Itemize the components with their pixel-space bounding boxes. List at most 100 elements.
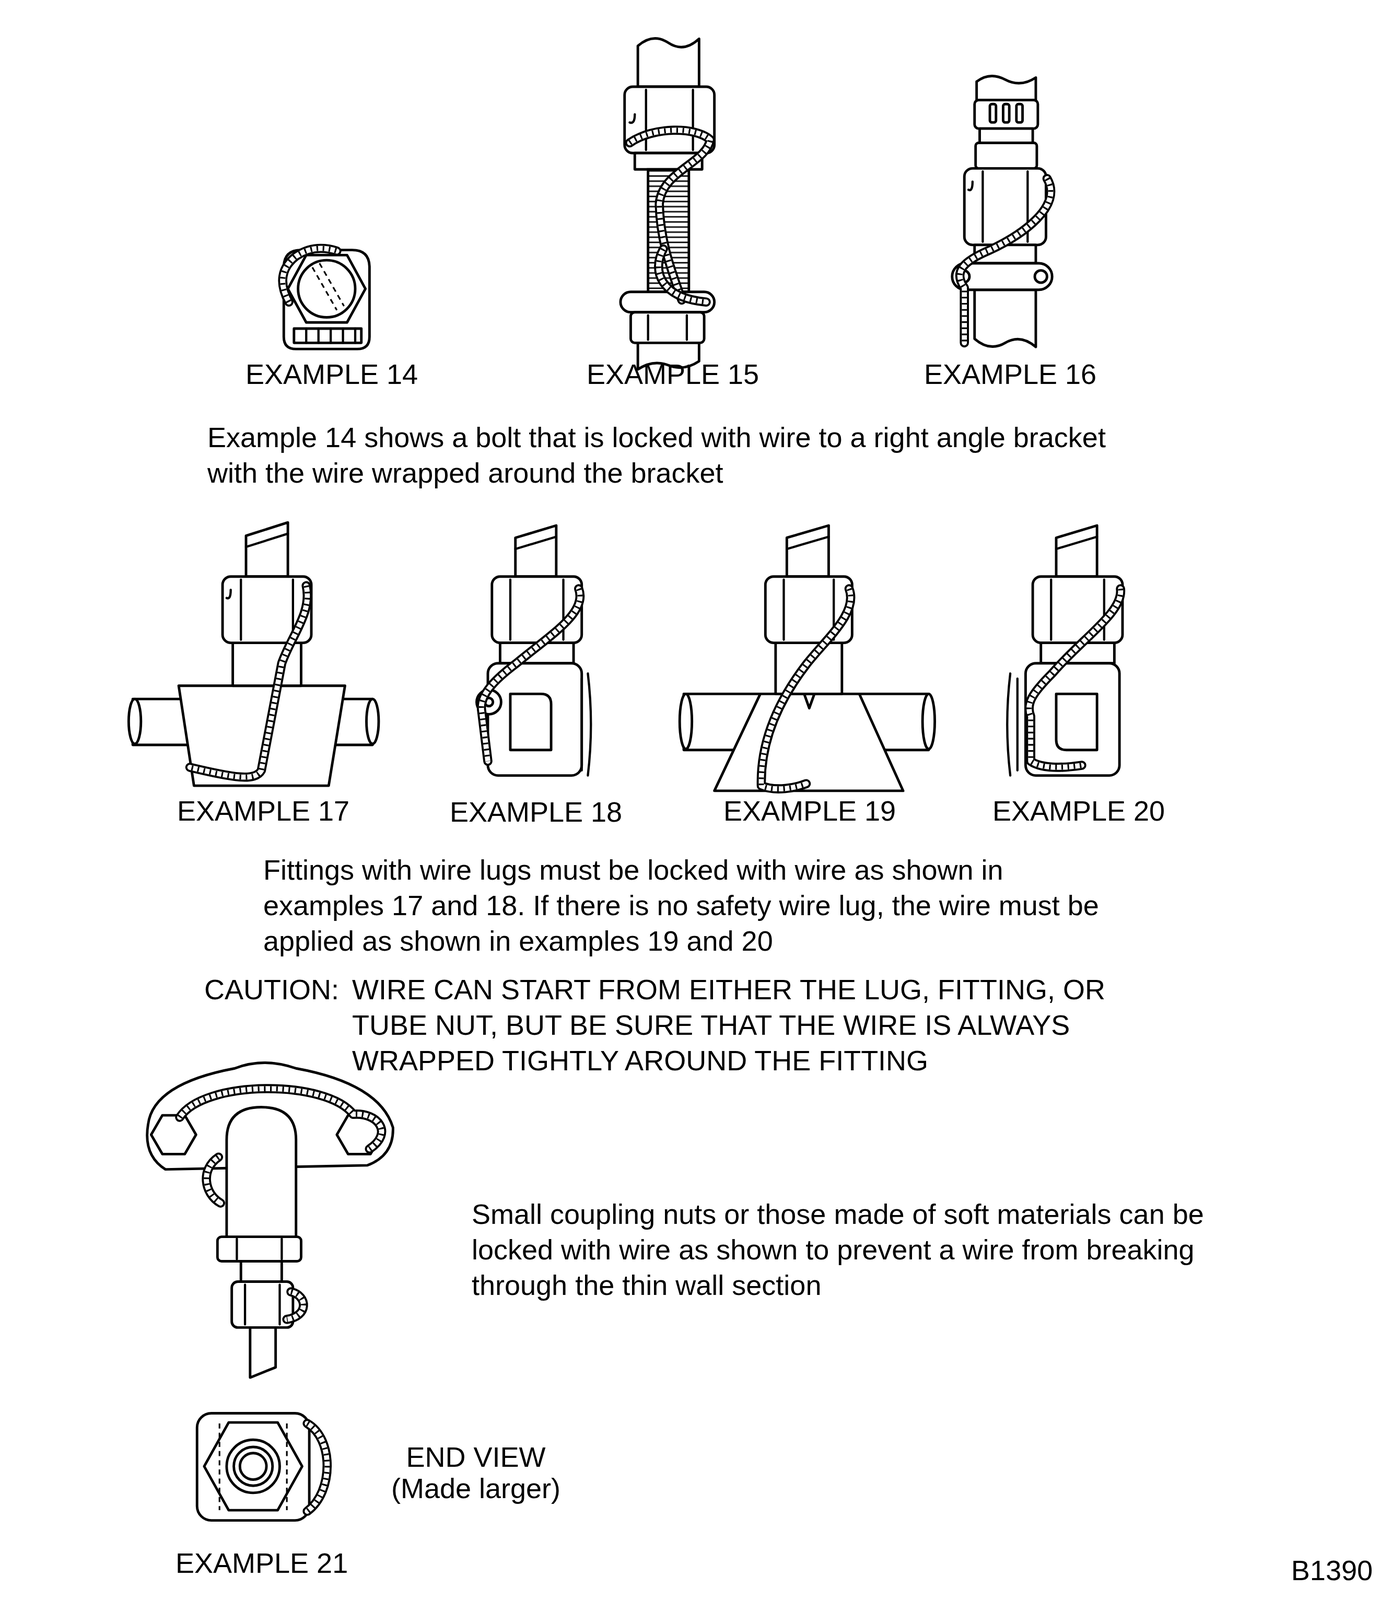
example-16-hose-fitting xyxy=(960,178,1051,344)
example-17-tee-with-lug xyxy=(366,698,379,744)
example-19-tee-no-lug xyxy=(761,588,851,789)
example-21-end-view xyxy=(204,1422,303,1511)
example-21-coupling-nut xyxy=(179,1088,382,1150)
figure-label: EXAMPLE 19 xyxy=(723,792,896,829)
example-14-bolt-bracket xyxy=(298,260,356,318)
example-18-elbow-with-lug xyxy=(515,525,557,577)
example-17-tee-with-lug xyxy=(128,522,379,786)
example-15-turnbuckle xyxy=(629,130,711,300)
example-19-tee-no-lug xyxy=(783,579,834,640)
example-18-elbow-with-lug xyxy=(492,576,582,644)
example-21-coupling-nut xyxy=(217,1236,301,1262)
example-21-coupling-nut xyxy=(286,1291,304,1320)
view-label: (Made larger) xyxy=(391,1470,561,1506)
example-15-turnbuckle xyxy=(658,249,707,303)
example-14-bolt-bracket xyxy=(287,254,366,323)
example-21-end-view xyxy=(307,1423,327,1512)
example-21-coupling-nut xyxy=(179,1088,382,1150)
example-21-end-view xyxy=(219,1423,287,1511)
example-21-coupling-nut xyxy=(236,1238,282,1259)
example-20-elbow-no-lug xyxy=(1007,673,1018,776)
example-21-coupling-nut xyxy=(286,1291,304,1320)
example-18-elbow-with-lug xyxy=(476,525,591,776)
figure-label: EXAMPLE 15 xyxy=(586,356,759,392)
view-label: END VIEW xyxy=(405,1439,546,1475)
note-text: Example 14 shows a bolt that is locked w… xyxy=(207,419,1159,491)
example-21-end-view xyxy=(239,1453,267,1480)
example-16-hose-fitting xyxy=(979,128,1034,143)
example-15-turnbuckle xyxy=(629,130,711,300)
example-19-tee-no-lug xyxy=(761,588,851,789)
example-16-hose-fitting xyxy=(1002,103,1010,123)
example-16-hose-fitting xyxy=(976,75,1036,102)
example-16-hose-fitting xyxy=(1034,270,1047,283)
example-15-turnbuckle xyxy=(658,249,707,303)
example-14-bolt-bracket xyxy=(282,248,370,350)
figure-label: EXAMPLE 14 xyxy=(245,356,418,392)
example-14-bolt-bracket xyxy=(306,328,356,343)
example-21-coupling-nut xyxy=(286,1291,304,1320)
example-15-turnbuckle xyxy=(620,38,715,370)
example-15-turnbuckle xyxy=(648,315,687,341)
example-21-end-view xyxy=(196,1413,310,1521)
figure-label: EXAMPLE 18 xyxy=(449,793,623,830)
example-16-hose-fitting xyxy=(974,99,1038,129)
example-20-elbow-no-lug xyxy=(1056,693,1097,750)
figure-label: EXAMPLE 21 xyxy=(175,1545,348,1581)
note-text: Small coupling nuts or those made of sof… xyxy=(471,1196,1235,1303)
example-19-tee-no-lug xyxy=(786,536,829,549)
example-14-bolt-bracket xyxy=(282,248,337,303)
example-21-coupling-nut xyxy=(206,1156,221,1203)
example-16-hose-fitting xyxy=(960,178,1051,344)
example-17-tee-with-lug xyxy=(190,585,308,777)
example-21-coupling-nut xyxy=(147,1062,394,1378)
example-18-elbow-with-lug xyxy=(515,536,557,549)
example-21-end-view xyxy=(234,1446,273,1486)
example-18-elbow-with-lug xyxy=(481,588,581,762)
example-20-elbow-no-lug xyxy=(1029,588,1121,768)
example-21-coupling-nut xyxy=(206,1156,221,1203)
example-20-elbow-no-lug xyxy=(1056,525,1097,577)
example-19-tee-no-lug xyxy=(922,693,935,749)
note-text: Fittings with wire lugs must be locked w… xyxy=(263,851,1120,959)
example-16-hose-fitting xyxy=(989,103,997,123)
example-21-coupling-nut xyxy=(226,1106,297,1240)
example-21-coupling-nut xyxy=(206,1156,221,1203)
example-15-turnbuckle xyxy=(658,249,707,303)
example-21-end-view xyxy=(196,1413,327,1521)
example-20-elbow-no-lug xyxy=(1029,588,1121,768)
example-17-tee-with-lug xyxy=(190,585,308,777)
example-18-elbow-with-lug xyxy=(481,588,581,762)
example-17-tee-with-lug xyxy=(246,522,288,577)
example-21-end-view xyxy=(307,1423,327,1512)
example-21-coupling-nut xyxy=(244,1284,280,1325)
example-16-hose-fitting xyxy=(964,168,1046,245)
example-21-coupling-nut xyxy=(150,1115,196,1154)
example-14-bolt-bracket xyxy=(283,250,370,349)
example-21-end-view xyxy=(307,1423,327,1512)
example-19-tee-no-lug xyxy=(714,693,904,791)
figure-code: B1390 xyxy=(1291,1552,1373,1588)
example-21-coupling-nut xyxy=(179,1088,382,1150)
example-17-tee-with-lug xyxy=(190,585,308,777)
figure-label: EXAMPLE 20 xyxy=(992,792,1165,829)
example-18-elbow-with-lug xyxy=(581,673,592,776)
example-19-tee-no-lug xyxy=(679,525,935,791)
example-17-tee-with-lug xyxy=(226,579,294,640)
example-19-tee-no-lug xyxy=(786,525,829,577)
figure-label: EXAMPLE 17 xyxy=(177,792,350,829)
example-17-tee-with-lug xyxy=(246,533,288,547)
example-15-turnbuckle xyxy=(629,130,711,300)
example-20-elbow-no-lug xyxy=(1029,588,1121,768)
example-16-hose-fitting xyxy=(974,289,1036,347)
caution-text: WIRE CAN START FROM EITHER THE LUG, FITT… xyxy=(352,971,1178,1079)
example-21-coupling-nut xyxy=(240,1260,282,1282)
example-20-elbow-no-lug xyxy=(1056,536,1097,549)
example-15-turnbuckle xyxy=(637,38,699,87)
example-16-hose-fitting xyxy=(952,75,1052,347)
example-20-elbow-no-lug xyxy=(1007,525,1123,776)
example-14-bolt-bracket xyxy=(282,248,337,303)
example-14-bolt-bracket xyxy=(312,263,345,311)
example-16-hose-fitting xyxy=(975,142,1037,169)
